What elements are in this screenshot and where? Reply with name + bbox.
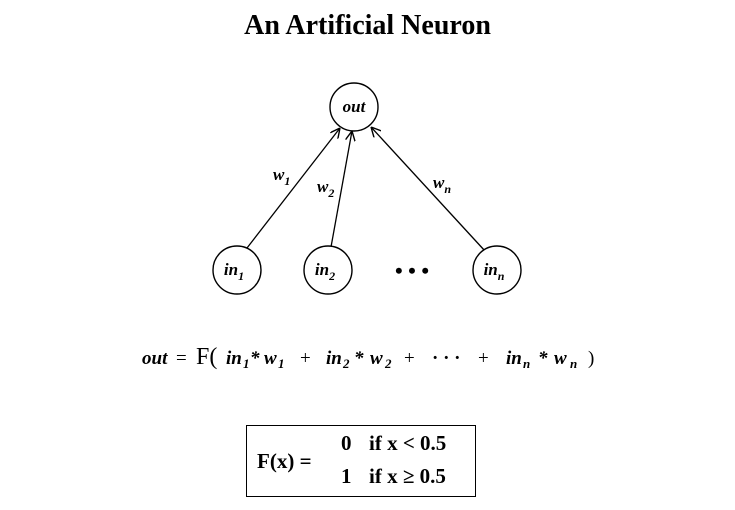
- node-inn-label: in: [484, 260, 498, 279]
- node-in1-label: in: [224, 260, 238, 279]
- weight-2-sub: 2: [327, 186, 334, 200]
- formula-inn: in: [506, 348, 522, 369]
- weight-n-label: w: [433, 173, 445, 192]
- activation-value-0: 0: [341, 431, 352, 455]
- node-inn: inn: [472, 245, 522, 295]
- formula-in2-sub: 2: [343, 356, 350, 371]
- node-in2-sub: 2: [328, 269, 335, 283]
- formula-wn: w: [554, 348, 567, 369]
- formula-in1: in: [226, 348, 242, 369]
- svg-text:wn: wn: [433, 173, 451, 196]
- node-in1: in1: [212, 245, 262, 295]
- edge-inn-out: [371, 127, 486, 252]
- formula-w1: w: [264, 348, 277, 369]
- formula-star2: *: [354, 348, 364, 369]
- activation-value-1: 1: [341, 464, 352, 488]
- formula-w2-sub: 2: [385, 356, 392, 371]
- weight-n-sub: n: [444, 182, 451, 196]
- svg-text:in1: in1: [224, 260, 244, 283]
- formula-function: F(: [196, 344, 218, 370]
- formula-starn: *: [538, 348, 548, 369]
- formula-plus3: +: [478, 348, 489, 369]
- activation-function-box: F(x) = 0 if x < 0.5 1 if x ≥ 0.5: [246, 425, 476, 497]
- svg-text:w1: w1: [273, 165, 290, 188]
- svg-text:inn: inn: [484, 260, 505, 283]
- weight-1-sub: 1: [284, 174, 290, 188]
- formula-in2: in: [326, 348, 342, 369]
- activation-condition-0: if x < 0.5: [369, 431, 447, 455]
- formula-plus1: +: [300, 348, 311, 369]
- node-out-label: out: [343, 97, 367, 116]
- node-in1-sub: 1: [238, 269, 244, 283]
- formula-in1-sub: 1: [243, 356, 250, 371]
- formula-star1: *: [250, 348, 260, 369]
- formula-w2: w: [370, 348, 383, 369]
- formula-dots: · · ·: [432, 348, 461, 369]
- page-title: An Artificial Neuron: [244, 10, 491, 41]
- edge-in2-out: [330, 131, 352, 248]
- formula-wn-sub: n: [570, 356, 578, 371]
- weight-1-label: w: [273, 165, 285, 184]
- formula-inn-sub: n: [523, 356, 531, 371]
- edge-in1-out: [246, 128, 340, 249]
- formula-close-paren: ): [588, 348, 595, 369]
- node-in2: in2: [303, 245, 353, 295]
- neuron-formula: out = F( in 1 * w 1 + in 2 * w 2 + · · ·…: [142, 344, 612, 378]
- formula-w1-sub: 1: [278, 356, 285, 371]
- node-out: out: [329, 82, 379, 132]
- node-in2-label: in: [315, 260, 329, 279]
- formula-plus2: +: [404, 348, 415, 369]
- activation-label: F(x) =: [257, 449, 312, 473]
- svg-text:in2: in2: [315, 260, 335, 283]
- activation-condition-1: if x ≥ 0.5: [369, 464, 446, 488]
- formula-equals: =: [176, 348, 187, 369]
- formula-lhs: out: [142, 348, 168, 369]
- inputs-ellipsis: • • •: [395, 258, 429, 283]
- weight-2-label: w: [317, 177, 329, 196]
- svg-text:w2: w2: [317, 177, 334, 200]
- node-inn-sub: n: [498, 269, 505, 283]
